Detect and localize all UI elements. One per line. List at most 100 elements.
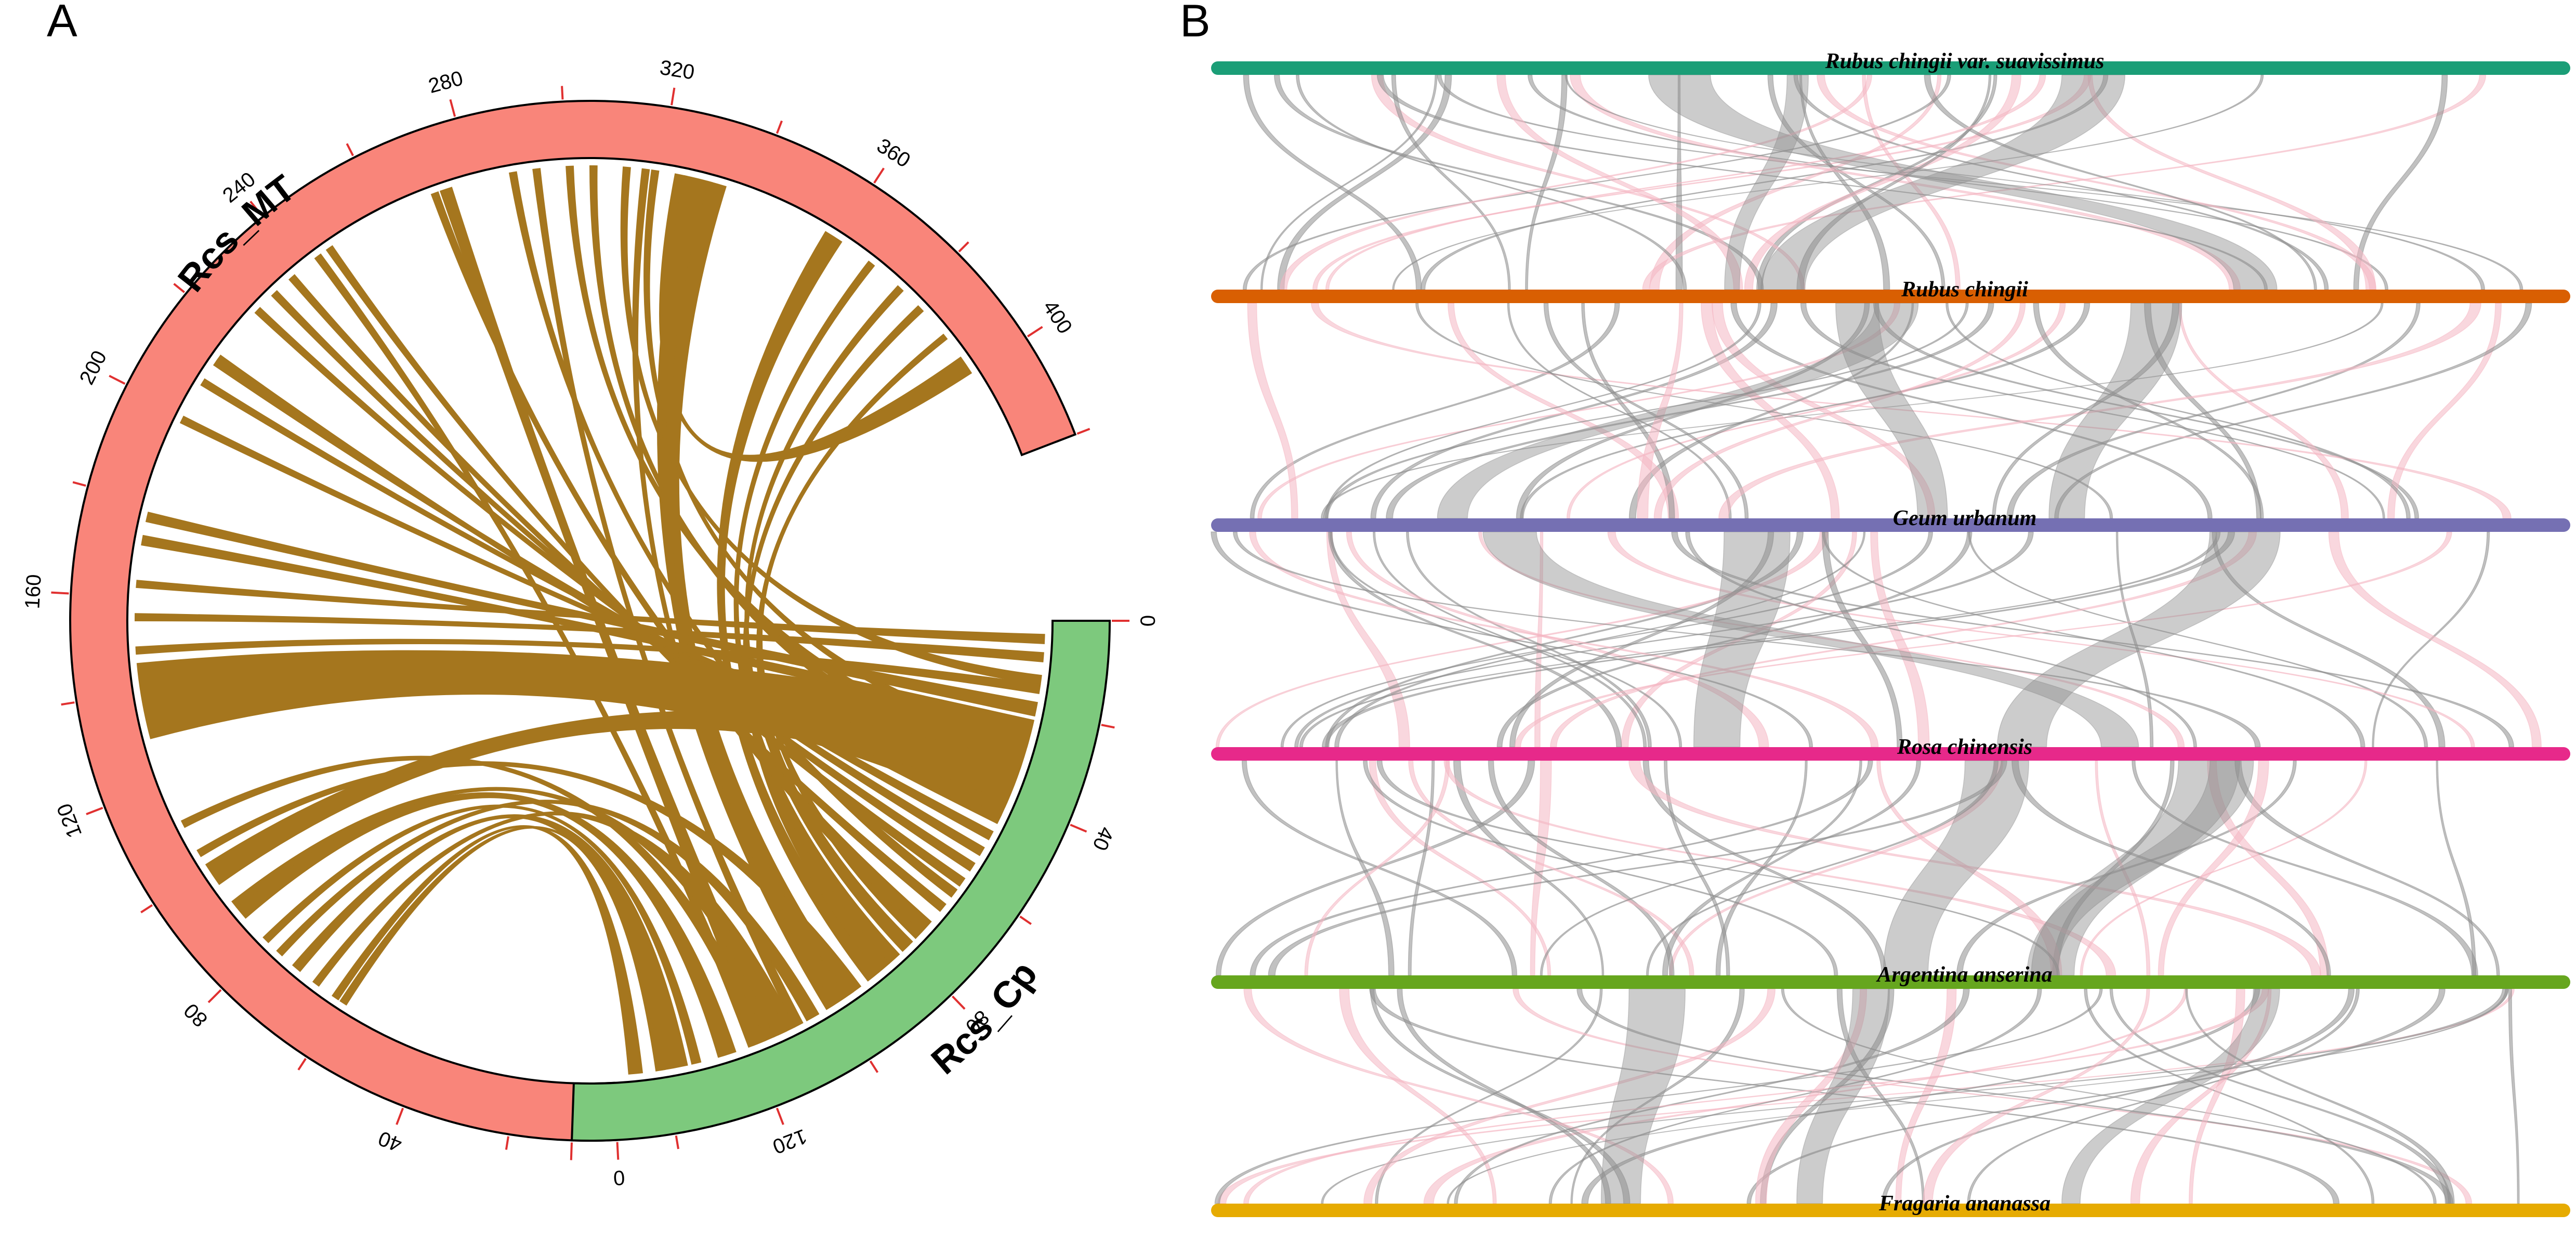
synteny-link (1996, 531, 2281, 748)
tick-label: 40 (375, 1127, 405, 1156)
tick-label: 400 (1039, 296, 1076, 338)
species-label-rosa-chinensis: Rosa chinensis (1897, 735, 2032, 759)
tick-mark (951, 995, 966, 1010)
tick-mark (51, 591, 69, 595)
link-ribbon (216, 355, 994, 841)
species-bar-fragaria-ananassa (1211, 1204, 2570, 1217)
synteny-link (1760, 74, 2125, 290)
synteny-link (1247, 303, 1298, 519)
link-ribbon (332, 825, 643, 1075)
species-labels: Rubus chingii var. suavissimus Rubus chi… (1825, 49, 2105, 1216)
link-ribbon (325, 245, 947, 912)
chromosome-track (69, 99, 1111, 1142)
synteny-link (2436, 760, 2477, 976)
tick-mark (140, 904, 153, 913)
synteny-link (1448, 303, 1679, 519)
tick-mark (61, 701, 75, 706)
tick-mark (1070, 824, 1087, 833)
tick-mark (449, 99, 456, 117)
synteny-link (1883, 760, 2029, 976)
tick-mark (616, 1142, 620, 1160)
synteny-link (1335, 760, 1395, 976)
tick-mark (776, 1107, 784, 1125)
tick-mark (346, 143, 354, 156)
link-ribbon (231, 787, 787, 1038)
panel-b-letter: B (1180, 0, 1211, 46)
link-ribbon (292, 814, 688, 1071)
link-ribbon (430, 191, 932, 933)
synteny-link (1600, 988, 1686, 1204)
link-ribbons (134, 165, 1045, 1075)
synteny-link (1296, 74, 1687, 290)
species-label-geum-urbanum: Geum urbanum (1893, 506, 2037, 530)
tick-mark (958, 241, 969, 253)
synteny-link (1799, 74, 1890, 290)
link-ribbon (756, 333, 948, 949)
link-ribbon (136, 580, 1045, 644)
synteny-link (2061, 988, 2280, 1204)
link-ribbon (135, 638, 1041, 695)
synteny-link (1507, 303, 1732, 519)
species-chromosome-bars (1211, 61, 2570, 1217)
synteny-link (1514, 531, 2452, 748)
tick-label: 0 (1136, 615, 1159, 626)
synteny-link (1488, 760, 1675, 976)
synteny-link (1570, 74, 2241, 290)
synteny-link (2188, 988, 2245, 1204)
segment-rcs-cp (571, 620, 1111, 1142)
tick-mark (1076, 428, 1090, 435)
tick-mark (109, 374, 126, 385)
link-ribbon (276, 800, 820, 1022)
tick-mark (776, 120, 783, 134)
tick-mark (207, 989, 222, 1003)
species-bar-argentina-anserina (1211, 975, 2570, 989)
tick-mark (1101, 724, 1115, 729)
tick-label: 80 (179, 999, 212, 1032)
tick-label: 160 (21, 573, 45, 609)
synteny-links (1211, 74, 2542, 1204)
tick-mark (1027, 325, 1043, 337)
tick-mark (570, 1142, 573, 1160)
tick-mark (505, 1136, 509, 1150)
tick-mark (675, 1135, 679, 1150)
synteny-link (2048, 303, 2183, 519)
chromosome-labels: Rcs_MT Rcs_Cp (170, 167, 1045, 1082)
tick-mark (72, 481, 86, 487)
link-ribbon (271, 290, 976, 872)
synteny-link (2031, 760, 2240, 976)
species-label-fragaria-ananassa: Fragaria ananassa (1878, 1192, 2051, 1216)
synteny-link (2353, 74, 2448, 290)
synteny-link (2027, 760, 2254, 976)
link-ribbon (196, 761, 862, 995)
segment-rcs-mt (69, 99, 1077, 1142)
tick-label: 120 (769, 1125, 810, 1158)
link-ribbon (743, 305, 924, 973)
link-ribbon (532, 168, 804, 1028)
tick-label: 360 (873, 134, 914, 172)
species-bar-rubus-chingii-var-suavissimus (1211, 61, 2570, 75)
tick-mark (249, 201, 262, 216)
species-bar-rosa-chinensis (1211, 747, 2570, 761)
synteny-link (2178, 303, 2349, 519)
link-ribbon (136, 650, 1034, 816)
link-ribbon (254, 307, 985, 856)
synteny-link (1478, 531, 2185, 748)
tick-label: 200 (75, 347, 112, 388)
tick-mark (873, 167, 885, 184)
tick-label: 40 (1088, 824, 1118, 854)
tick-label: 120 (52, 800, 86, 841)
synteny-link (1796, 988, 1890, 1204)
tick-mark (86, 806, 103, 815)
tick-label: 0 (613, 1166, 626, 1189)
link-ribbon (632, 168, 835, 1010)
synteny-link (1693, 531, 1791, 748)
link-ribbon (145, 512, 1038, 717)
link-ribbon (134, 613, 1044, 662)
tick-mark (297, 1058, 307, 1071)
link-ribbon (288, 274, 966, 887)
species-label-rubus-chingii: Rubus chingii (1901, 278, 2028, 302)
tick-mark (671, 87, 676, 106)
synteny-link (1525, 74, 1568, 290)
synteny-plot-panel-b: Rubus chingii var. suavissimus Rubus chi… (1211, 49, 2570, 1217)
